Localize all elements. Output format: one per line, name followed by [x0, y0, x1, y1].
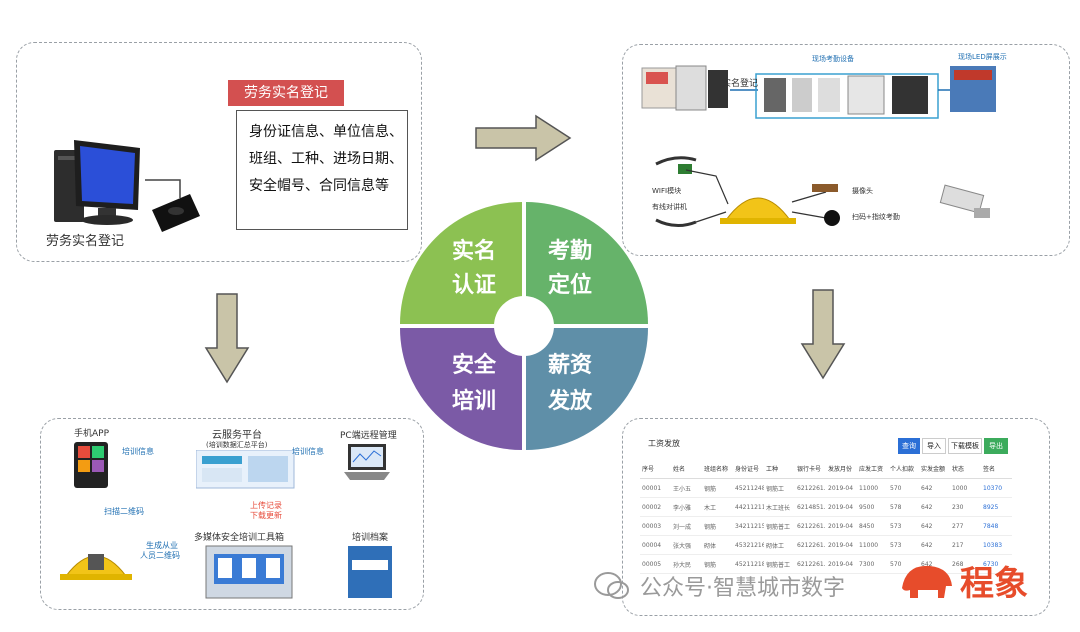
q2-line2: 定位	[548, 272, 592, 298]
center-quadrant-diagram: 实名 认证 考勤 定位 安全 培训 薪资 发放	[400, 202, 648, 450]
attendance-devices-illustration	[641, 65, 996, 227]
label-intercom: 有线对讲机	[652, 203, 687, 211]
q2-line1: 考勤	[548, 238, 592, 264]
registration-caption: 劳务实名登记	[46, 234, 125, 249]
th: 银行卡号	[795, 458, 826, 479]
flow-training-info-left: 培训信息	[122, 447, 154, 456]
quadrant-real-name	[400, 202, 522, 324]
watermark-text: 公众号·智慧城市数字	[640, 576, 845, 601]
node-training-archive: 培训档案	[352, 533, 389, 543]
table-row[interactable]: 00002李小雅木工4421121165621...木工班长6214851...…	[640, 497, 1012, 517]
th: 班组名称	[702, 458, 733, 479]
table-row[interactable]: 00001王小五钢筋4521124837423...钢筋工6212261...2…	[640, 478, 1012, 498]
brand-logo-text: 程象	[960, 564, 1028, 604]
th: 发放月份	[826, 458, 857, 479]
export-button[interactable]: 导出	[984, 438, 1008, 454]
import-button[interactable]: 导入	[922, 438, 946, 454]
cloud-dashboard-icon	[196, 450, 295, 489]
th: 签名	[981, 458, 1012, 479]
flow-scan-qr: 扫描二维码	[104, 507, 144, 516]
q4-line1: 薪资	[548, 352, 592, 378]
registration-title: 劳务实名登记	[228, 80, 344, 106]
node-pc-management: PC端远程管理	[340, 431, 397, 441]
q3-line2: 培训	[452, 388, 496, 414]
quadrant-attendance	[526, 202, 648, 324]
label-camera: 摄像头	[852, 187, 873, 195]
quadrant-salary	[526, 328, 648, 450]
archive-binder-icon	[348, 546, 392, 598]
th: 状态	[950, 458, 981, 479]
label-scan-fingerprint: 扫码+指纹考勤	[852, 213, 900, 221]
flow-upload-record: 上传记录	[250, 501, 282, 510]
th: 个人扣款	[888, 458, 919, 479]
node-cloud-subtitle: (培训数据汇总平台)	[206, 441, 268, 449]
th: 姓名	[671, 458, 702, 479]
info-line-1: 身份证信息、单位信息、	[249, 124, 403, 140]
qr-helmet-icon	[60, 554, 132, 580]
salary-table: 序号 姓名 班组名称 身份证号 工种 银行卡号 发放月份 应发工资 个人扣款 实…	[640, 432, 1012, 602]
arrow-down-left-icon	[204, 293, 250, 384]
label-wifi-module: WIFI模块	[652, 187, 682, 195]
th: 序号	[640, 458, 671, 479]
th: 应发工资	[857, 458, 888, 479]
table-row[interactable]: 00005孙大民钢筋4521121862431...钢筋普工6212261...…	[640, 554, 1012, 574]
phone-icon	[74, 442, 108, 488]
laptop-icon	[344, 444, 390, 480]
info-line-3: 安全帽号、合同信息等	[249, 178, 389, 194]
table-header-row: 序号 姓名 班组名称 身份证号 工种 银行卡号 发放月份 应发工资 个人扣款 实…	[640, 458, 1012, 479]
label-attendance-device: 现场考勤设备	[812, 55, 854, 63]
th: 身份证号	[733, 458, 764, 479]
label-real-name-registration: 实名登记	[722, 79, 759, 89]
download-template-button[interactable]: 下载模板	[948, 438, 982, 454]
flow-download-update: 下载更新	[250, 511, 282, 520]
q1-line1: 实名	[452, 238, 496, 264]
table-row[interactable]: 00004张大强砌体4532121656241...砌体工6212261...2…	[640, 535, 1012, 555]
arrow-down-right-icon	[800, 289, 846, 380]
info-line-2: 班组、工种、进场日期、	[249, 151, 403, 167]
table-row[interactable]: 00003刘一成钢筋3421121521894...钢筋普工6212261...…	[640, 516, 1012, 536]
th: 实发金额	[919, 458, 950, 479]
q4-line2: 发放	[547, 388, 593, 414]
th: 工种	[764, 458, 795, 479]
node-mobile-app: 手机APP	[74, 429, 110, 439]
query-button[interactable]: 查询	[898, 438, 920, 454]
flow-training-info-right: 培训信息	[292, 447, 324, 456]
salary-title: 工资发放	[648, 439, 680, 448]
q3-line1: 安全	[452, 352, 497, 378]
elephant-logo-icon	[902, 565, 952, 598]
node-cloud-platform: 云服务平台	[212, 430, 262, 441]
flow-generate-qr-1: 生成从业	[146, 541, 178, 550]
node-multimedia-toolbox: 多媒体安全培训工具箱	[194, 533, 285, 543]
toolbox-icon	[205, 545, 293, 599]
computer-card-reader-icon	[54, 140, 200, 232]
wechat-icon	[594, 572, 629, 599]
quadrant-safety	[400, 328, 522, 450]
flow-generate-qr-2: 人员二维码	[140, 551, 180, 560]
registration-info-box: 身份证信息、单位信息、 班组、工种、进场日期、 安全帽号、合同信息等	[236, 110, 408, 230]
arrow-right-icon	[475, 114, 572, 162]
q1-line2: 认证	[452, 273, 496, 298]
label-led-screen: 现场LED屏展示	[958, 53, 1007, 61]
